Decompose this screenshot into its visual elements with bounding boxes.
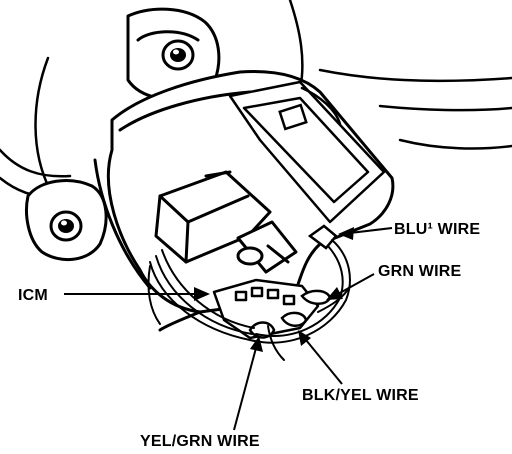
icm-label: ICM <box>18 287 48 304</box>
wire-harness <box>147 239 351 361</box>
rotor-shaft <box>236 220 298 274</box>
icm-pointer <box>64 287 210 301</box>
cover-tab-icon <box>278 103 308 131</box>
blu-terminal-connector <box>307 224 338 250</box>
blk-yel-wire-pointer <box>298 330 343 385</box>
blu-wire-label: BLU¹ WIRE <box>394 221 480 238</box>
blk-yel-wire-label: BLK/YEL WIRE <box>302 387 419 404</box>
cap-cover <box>228 80 386 224</box>
grn-wire-pointer <box>326 273 375 300</box>
grn-wire-label: GRN WIRE <box>378 263 462 280</box>
yel-grn-wire-pointer <box>233 336 263 431</box>
background-outline <box>0 0 512 199</box>
blu-wire-pointer <box>338 227 393 240</box>
upper-bolt-icon <box>161 39 195 71</box>
lower-bolt-icon <box>49 210 83 242</box>
yel-grn-wire-label: YEL/GRN WIRE <box>140 433 260 450</box>
blk-yel-terminal-connector <box>280 311 308 327</box>
